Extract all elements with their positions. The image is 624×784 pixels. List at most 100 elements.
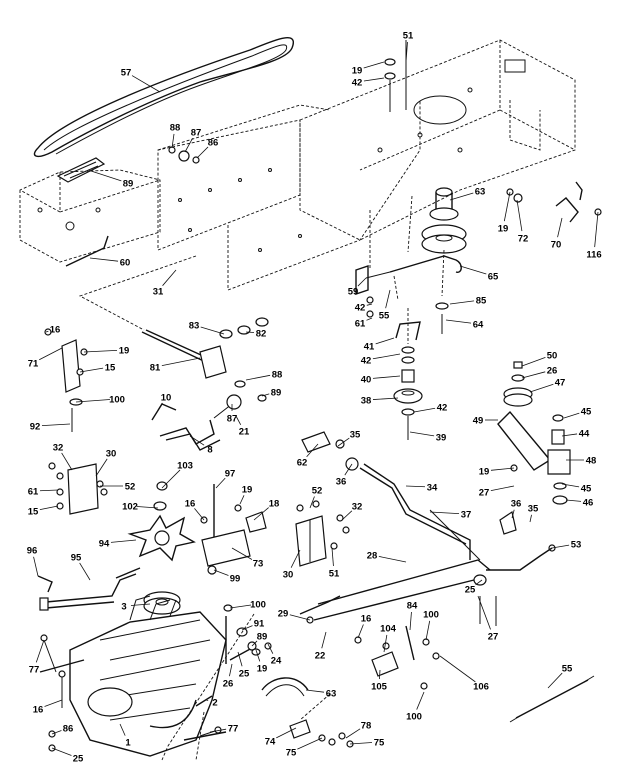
callout-label: 81 bbox=[150, 363, 161, 374]
callout-leader bbox=[521, 371, 546, 379]
callout-label: 75 bbox=[374, 738, 385, 749]
callout-label: 82 bbox=[256, 329, 267, 340]
callout-leader bbox=[33, 556, 39, 577]
callout-label: 60 bbox=[120, 258, 131, 269]
callout-label: 86 bbox=[208, 138, 219, 149]
callout-label: 89 bbox=[123, 179, 134, 190]
callout-label: 42 bbox=[437, 403, 448, 414]
left-frame bbox=[19, 169, 161, 267]
callout-leader bbox=[79, 367, 104, 373]
callout-leader bbox=[215, 477, 226, 489]
callout-label: 10 bbox=[161, 393, 172, 404]
callout-label: 50 bbox=[547, 351, 558, 362]
callout-leader bbox=[44, 699, 63, 707]
callout-label: 19 bbox=[352, 66, 363, 77]
callout-label: 61 bbox=[28, 487, 39, 498]
callout-label: 52 bbox=[125, 482, 136, 493]
spring-bracket-70 bbox=[506, 181, 602, 223]
callout-label: 89 bbox=[271, 388, 282, 399]
callout-leader bbox=[237, 651, 243, 667]
callout-leader bbox=[61, 452, 73, 471]
callout-leader bbox=[196, 146, 209, 159]
callout-label: 105 bbox=[371, 682, 388, 693]
callout-leader bbox=[119, 723, 126, 736]
callout-label: 57 bbox=[121, 68, 132, 79]
callout-label: 71 bbox=[28, 359, 39, 370]
callout-leader bbox=[563, 412, 580, 419]
callout-leader bbox=[79, 562, 91, 581]
callout-leader bbox=[309, 496, 315, 509]
callout-leader bbox=[477, 595, 491, 630]
callout-label: 16 bbox=[33, 705, 44, 716]
callout-label: 88 bbox=[272, 370, 283, 381]
bellcrank-48 bbox=[497, 410, 571, 505]
callout-leader bbox=[261, 393, 270, 397]
callout-label: 89 bbox=[257, 632, 268, 643]
callout-leader bbox=[245, 331, 255, 333]
callout-leader bbox=[162, 269, 177, 286]
callout-label: 65 bbox=[488, 272, 499, 283]
callout-label: 77 bbox=[228, 724, 239, 735]
callout-label: 74 bbox=[265, 737, 276, 748]
callout-leader bbox=[41, 423, 71, 426]
callout-label: 84 bbox=[407, 601, 418, 612]
clutch-stack bbox=[393, 321, 423, 440]
right-frame bbox=[299, 39, 576, 241]
callout-label: 94 bbox=[99, 539, 110, 550]
callout-label: 100 bbox=[423, 610, 439, 621]
callout-leader bbox=[557, 217, 563, 238]
callout-leader bbox=[136, 506, 159, 509]
callout-leader bbox=[51, 747, 72, 756]
callout-leader bbox=[110, 539, 137, 543]
callout-leader bbox=[45, 330, 49, 333]
callout-leader bbox=[547, 672, 563, 689]
callout-leader bbox=[409, 611, 412, 631]
callout-label: 85 bbox=[476, 296, 487, 307]
callout-leader bbox=[194, 508, 205, 521]
callout-leader bbox=[357, 624, 364, 639]
callout-label: 87 bbox=[227, 414, 238, 425]
callout-leader bbox=[171, 133, 175, 149]
callout-leader bbox=[490, 485, 515, 492]
bracket-30-right bbox=[295, 500, 350, 567]
idler-arm-65 bbox=[365, 255, 462, 279]
callout-leader bbox=[157, 402, 163, 411]
callout-leader bbox=[231, 547, 253, 560]
callout-label: 27 bbox=[488, 632, 499, 643]
shaft-81 bbox=[141, 317, 269, 402]
callout-label: 99 bbox=[230, 574, 241, 585]
callout-label: 48 bbox=[586, 456, 597, 467]
callout-label: 73 bbox=[253, 559, 264, 570]
callout-label: 25 bbox=[239, 669, 250, 680]
callout-label: 87 bbox=[191, 128, 202, 139]
callout-leader bbox=[337, 437, 350, 447]
pins-left bbox=[40, 634, 66, 708]
callout-label: 45 bbox=[581, 484, 592, 495]
callout-leader bbox=[267, 643, 274, 654]
callout-leader bbox=[184, 137, 193, 153]
callout-leader bbox=[83, 349, 118, 353]
callout-leader bbox=[241, 625, 253, 631]
callout-leader bbox=[516, 199, 523, 232]
callout-label: 103 bbox=[177, 461, 193, 472]
hose-63 bbox=[261, 677, 309, 697]
idler-hardware bbox=[168, 146, 200, 164]
callout-label: 35 bbox=[350, 430, 361, 441]
callout-label: 42 bbox=[355, 303, 366, 314]
callout-leader bbox=[405, 41, 408, 63]
callout-leader bbox=[95, 458, 108, 477]
callout-leader bbox=[35, 639, 45, 663]
callout-leader bbox=[321, 631, 327, 649]
callout-leader bbox=[51, 730, 62, 735]
callout-leader bbox=[429, 511, 460, 515]
callout-leader bbox=[75, 399, 111, 403]
callout-label: 3 bbox=[121, 602, 126, 613]
pulley-63 bbox=[421, 187, 467, 254]
callout-label: 100 bbox=[406, 712, 422, 723]
rod-34 bbox=[359, 463, 556, 571]
callout-label: 22 bbox=[315, 651, 326, 662]
callout-leader bbox=[439, 655, 476, 683]
callout-label: 2 bbox=[212, 698, 217, 709]
belt-guide bbox=[56, 157, 106, 183]
callout-label: 61 bbox=[355, 319, 366, 330]
